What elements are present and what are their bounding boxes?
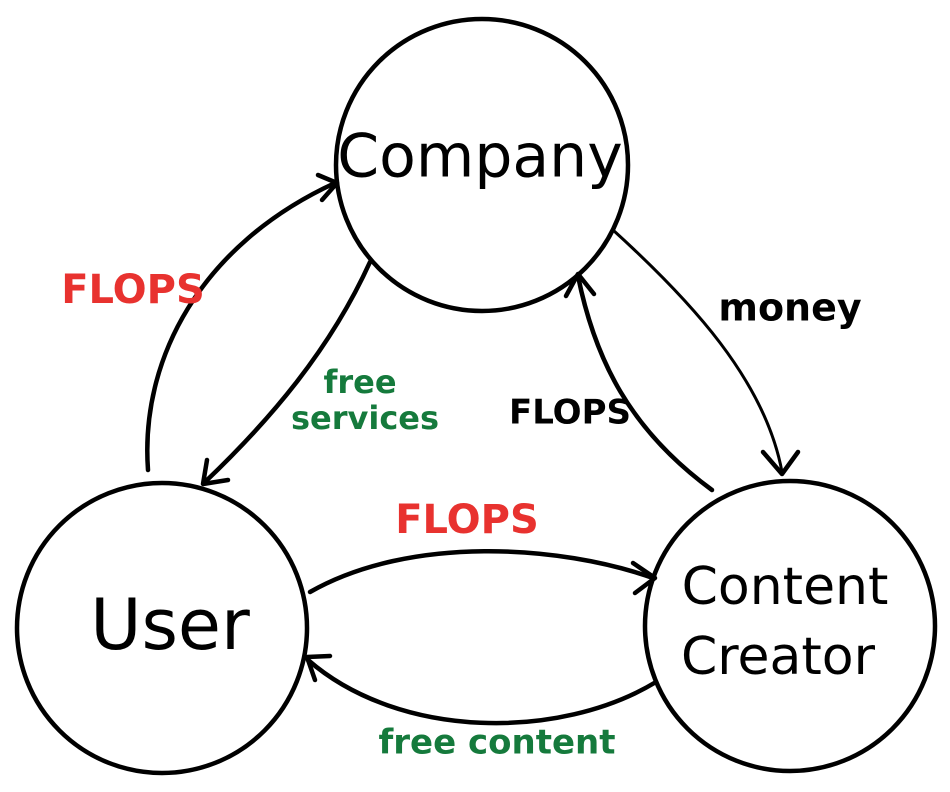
- user-node: User: [14, 480, 310, 776]
- user-to-company-label: FLOPS: [61, 267, 205, 313]
- creator-to-user-label: free content: [378, 723, 615, 763]
- content-creator-label-line1: Content: [682, 557, 889, 617]
- user-circle: [14, 480, 310, 776]
- edge-creator-to-user: [304, 653, 659, 726]
- arrow-line: [307, 549, 656, 595]
- company-to-creator-label: money: [718, 286, 862, 330]
- user-to-creator-label: FLOPS: [395, 497, 539, 543]
- edge-user-to-creator: [307, 549, 658, 596]
- arrow-line: [202, 259, 373, 485]
- arrow-line: [145, 180, 338, 473]
- arrow-line: [611, 228, 784, 474]
- content-creator-label-line2: Creator: [681, 627, 876, 687]
- arrowhead: [760, 449, 801, 477]
- arrowhead: [563, 271, 597, 299]
- company-node: Company: [333, 16, 631, 314]
- company-to-user-label-line1: free: [323, 363, 396, 401]
- company-label: Company: [337, 122, 622, 192]
- creator-to-company-label: FLOPS: [509, 393, 631, 433]
- company-to-user-label-line2: services: [291, 399, 439, 437]
- edge-company-to-creator: [611, 228, 801, 477]
- edge-user-to-company: [145, 172, 340, 473]
- content-creator-circle: [642, 478, 938, 774]
- arrowhead: [630, 560, 658, 596]
- arrowhead: [315, 172, 340, 203]
- company-circle: [333, 16, 631, 314]
- user-label: User: [90, 584, 250, 666]
- arrow-line: [305, 657, 659, 726]
- arrow-line: [575, 273, 715, 493]
- edge-company-to-user: [200, 259, 373, 487]
- edge-creator-to-company: [563, 271, 715, 493]
- content-creator-node: Content Creator: [642, 478, 938, 774]
- arrowhead: [200, 457, 231, 487]
- arrowhead: [304, 653, 333, 683]
